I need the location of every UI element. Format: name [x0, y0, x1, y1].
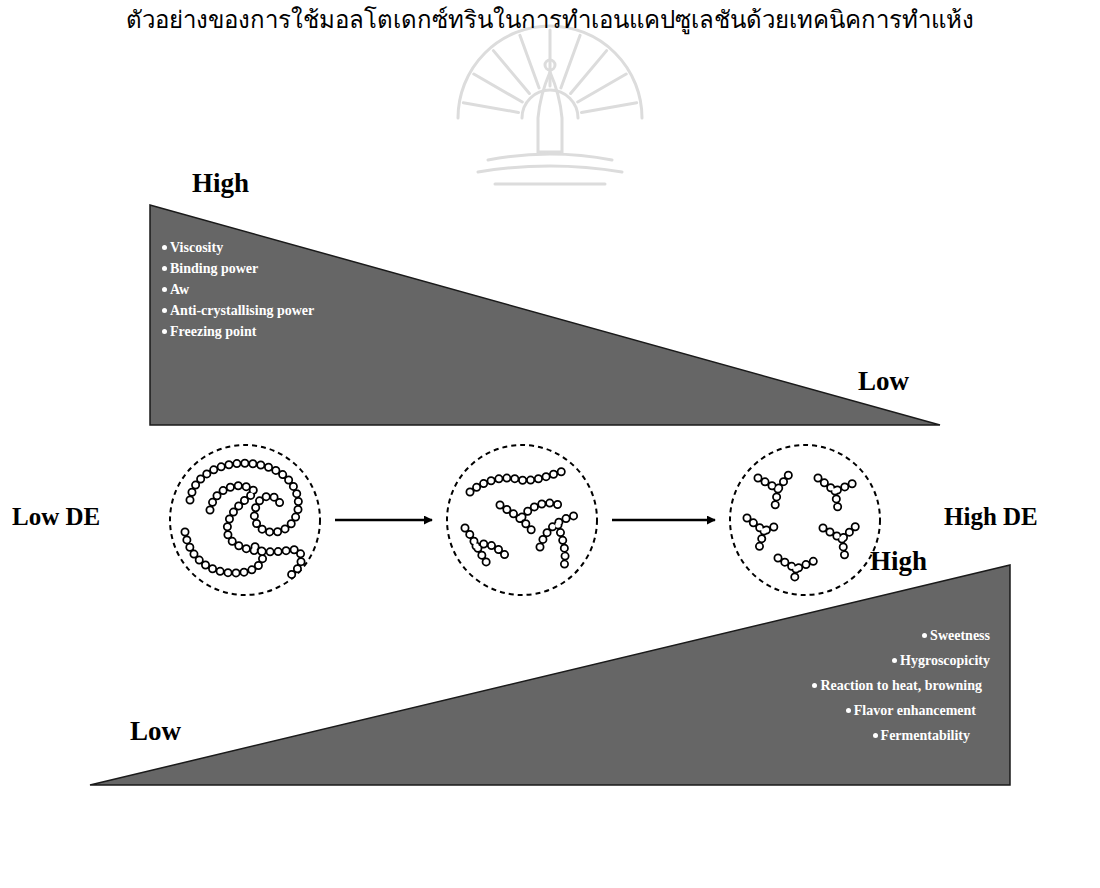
level-label-slot: High	[192, 167, 249, 199]
property-text: Aw	[170, 281, 189, 299]
level-label-slot: Low	[858, 365, 909, 397]
level-label: Low	[130, 716, 181, 746]
bead-chain-outline	[465, 470, 577, 570]
bullet-dot	[162, 287, 167, 292]
property-text: Fermentability	[881, 727, 970, 745]
wedge-fill	[150, 205, 940, 425]
bead-chain-outline	[747, 473, 856, 582]
dashed-circle	[447, 445, 597, 595]
scale-end-label-slot: Low DE	[12, 503, 100, 531]
bullet-dot	[162, 266, 167, 271]
property-wedge: HighLowSweetnessHygroscopicityReaction t…	[90, 565, 1010, 785]
bead-chain-fill	[747, 473, 856, 582]
property-text: Flavor enhancement	[854, 702, 976, 720]
property-text: Anti-crystallising power	[170, 302, 314, 320]
watermark-crown-tip	[545, 60, 555, 70]
molecule-circle	[170, 445, 320, 595]
scale-end-label: Low DE	[12, 503, 100, 530]
bullet-dot	[162, 308, 167, 313]
university-watermark	[458, 26, 642, 184]
property-row: Reaction to heat, browning	[812, 673, 990, 698]
molecule-circle	[730, 445, 880, 595]
property-row: Viscosity	[162, 237, 314, 258]
process-arrow	[612, 519, 715, 522]
property-text: Freezing point	[170, 323, 256, 341]
dashed-circle	[730, 445, 880, 595]
watermark-crown	[538, 72, 562, 152]
property-row: Hygroscopicity	[812, 648, 990, 673]
property-row: Binding power	[162, 258, 314, 279]
property-list: ViscosityBinding powerAwAnti-crystallisi…	[162, 237, 314, 342]
property-text: Hygroscopicity	[900, 652, 990, 670]
property-text: Binding power	[170, 260, 258, 278]
property-text: Reaction to heat, browning	[820, 677, 982, 695]
watermark-base	[478, 154, 622, 184]
watermark-rays	[463, 30, 636, 112]
wedge-fill	[90, 565, 1010, 785]
bullet-dot	[162, 245, 167, 250]
bullet-dot	[812, 683, 817, 688]
page-heading-slot: ตัวอย่างของการใช้มอลโตเดกซ์ทรินในการทำเอ…	[0, 0, 1100, 39]
process-arrow	[335, 519, 432, 522]
property-row: Flavor enhancement	[812, 698, 990, 723]
level-label-slot: High	[870, 545, 927, 577]
property-row: Freezing point	[162, 321, 314, 342]
molecule-circle	[447, 445, 597, 595]
property-row: Aw	[162, 279, 314, 300]
bead-chain-fill	[185, 463, 301, 578]
property-text: Sweetness	[930, 627, 990, 645]
level-label: High	[870, 546, 927, 576]
level-label: Low	[858, 366, 909, 396]
property-row: Fermentability	[812, 723, 990, 748]
level-label-slot: Low	[130, 715, 181, 747]
property-text: Viscosity	[170, 239, 223, 257]
bead-chain-outline	[185, 463, 301, 578]
property-row: Sweetness	[812, 623, 990, 648]
wedge-shape	[90, 565, 1010, 785]
dashed-circle	[170, 445, 320, 595]
property-wedge: HighLowViscosityBinding powerAwAnti-crys…	[150, 205, 940, 425]
page-heading: ตัวอย่างของการใช้มอลโตเดกซ์ทรินในการทำเอ…	[126, 6, 974, 34]
bullet-dot	[846, 708, 851, 713]
bead-chain-fill	[465, 470, 577, 570]
scale-end-label: High DE	[944, 503, 1038, 530]
level-label: High	[192, 168, 249, 198]
property-row: Anti-crystallising power	[162, 300, 314, 321]
bullet-dot	[162, 329, 167, 334]
bullet-dot	[873, 733, 878, 738]
bullet-dot	[922, 633, 927, 638]
bullet-dot	[892, 658, 897, 663]
property-list: SweetnessHygroscopicityReaction to heat,…	[812, 623, 990, 748]
scale-end-label-slot: High DE	[944, 503, 1038, 531]
